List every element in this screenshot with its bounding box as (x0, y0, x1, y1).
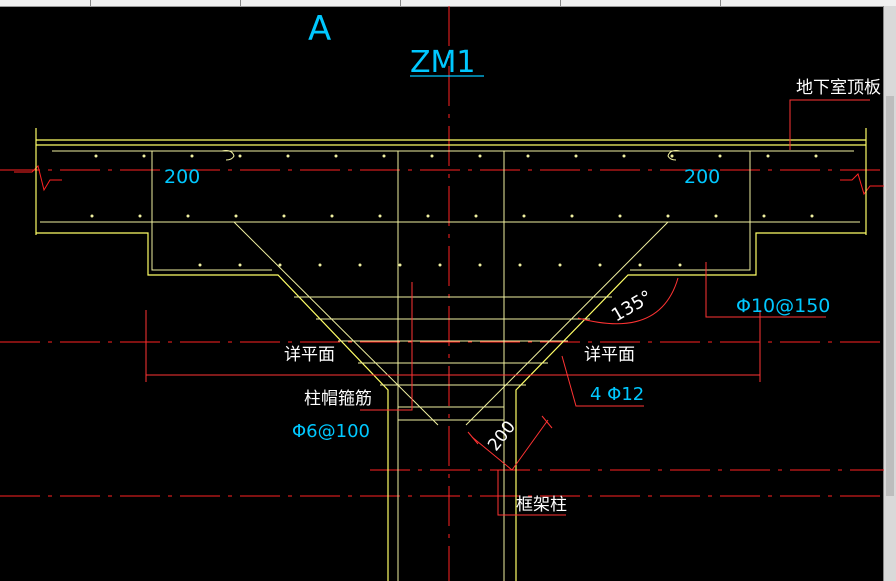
stirrup-label: 柱帽箍筋 (304, 389, 372, 409)
rebar-dot (766, 154, 770, 158)
rebar-dot (282, 214, 286, 218)
rebar-dot (622, 154, 626, 158)
rebar-dot (814, 154, 818, 158)
column-leader (497, 470, 566, 516)
slab-label: 地下室顶板 (796, 78, 881, 98)
rebar-dot (286, 154, 290, 158)
toolbar-segment[interactable] (240, 0, 401, 6)
rebar-hook-right (667, 150, 681, 161)
rebar-dot (190, 154, 194, 158)
toolbar-strip (0, 0, 896, 7)
cap-dim-tick-a (467, 431, 479, 445)
rebar-dot (238, 154, 242, 158)
break-symbols (14, 165, 884, 196)
rebar-dot (142, 154, 146, 158)
toolbar-segment[interactable] (560, 0, 721, 6)
rebar-dot (666, 214, 670, 218)
angle-arc (577, 277, 679, 325)
scrollbar-thumb[interactable] (886, 96, 894, 496)
cap-right-outline (515, 232, 866, 581)
rebar-lines (40, 150, 860, 581)
rebar-dot (186, 214, 190, 218)
rebar-dot (234, 214, 238, 218)
rebar-dot (678, 263, 682, 267)
toolbar-segment[interactable] (0, 0, 91, 6)
rebar-dot (438, 263, 442, 267)
rebar-dot (334, 154, 338, 158)
rebar-top-leader (705, 262, 826, 318)
rebar-dot (522, 214, 526, 218)
column-label: 框架柱 (516, 495, 567, 515)
cap-rebar-left (151, 150, 272, 271)
rebar-hook-left (221, 150, 235, 161)
break-symbol-left (14, 165, 62, 192)
rebar-dot (670, 154, 674, 158)
cap-rebar-right (630, 150, 751, 271)
dim-left-label: 200 (164, 166, 200, 188)
dim-right-label: 200 (684, 166, 720, 188)
cap-dim-label: 200 (484, 417, 520, 455)
cap-left-outline (36, 232, 389, 581)
rebar-dot (810, 214, 814, 218)
rebar-dot (478, 154, 482, 158)
rebar-dot (378, 214, 382, 218)
toolbar-segment[interactable] (400, 0, 561, 6)
rebar-dot (558, 263, 562, 267)
rebar-top-label: Φ10@150 (736, 295, 830, 317)
diagonal-rebar-left (233, 221, 439, 426)
detail-left-label: 详平面 (284, 345, 335, 365)
drawing-title: ZM1 (410, 45, 476, 80)
rebar-dot (478, 263, 482, 267)
rebar-dot (570, 214, 574, 218)
rebar-dot (238, 263, 242, 267)
rebar-dot (318, 263, 322, 267)
rebar-dot (598, 263, 602, 267)
angle-label: 135° (608, 286, 656, 326)
rebar-dot (474, 214, 478, 218)
rebar-dot (762, 214, 766, 218)
diagonal-rebar-right (465, 221, 669, 426)
rebar-dot (94, 154, 98, 158)
vertical-scrollbar[interactable] (883, 6, 896, 581)
rebar-dot (90, 214, 94, 218)
side-rebar-leader (561, 355, 644, 407)
break-symbol-right (840, 173, 884, 196)
rebar-dot (358, 263, 362, 267)
rebar-dot (638, 263, 642, 267)
center-lines (0, 6, 884, 581)
rebar-dot (430, 154, 434, 158)
rebar-dot (714, 214, 718, 218)
toolbar-segment[interactable] (90, 0, 241, 6)
detail-right-label: 详平面 (584, 345, 635, 365)
rebar-dots (90, 154, 818, 267)
cap-dim-line-b (511, 419, 549, 471)
dimension-lines (145, 99, 870, 516)
rebar-dot (718, 154, 722, 158)
side-rebar-label: 4 Φ12 (590, 384, 644, 405)
cap-dim-line-a (471, 436, 513, 471)
rebar-dot (330, 214, 334, 218)
rebar-dot (426, 214, 430, 218)
rebar-dot (518, 263, 522, 267)
rebar-dot (138, 214, 142, 218)
axis-label: A (308, 9, 331, 49)
slab-and-cap-outline (35, 128, 867, 581)
rebar-dot (278, 263, 282, 267)
rebar-dot (618, 214, 622, 218)
cap-dim-tick-b (541, 415, 553, 429)
stirrup-spec-label: Φ6@100 (292, 421, 370, 442)
rebar-dot (382, 154, 386, 158)
rebar-dot (574, 154, 578, 158)
rebar-dot (398, 263, 402, 267)
stirrup-leader (360, 282, 413, 411)
rebar-dot (526, 154, 530, 158)
slab-label-leader (789, 99, 870, 150)
rebar-dot (198, 263, 202, 267)
